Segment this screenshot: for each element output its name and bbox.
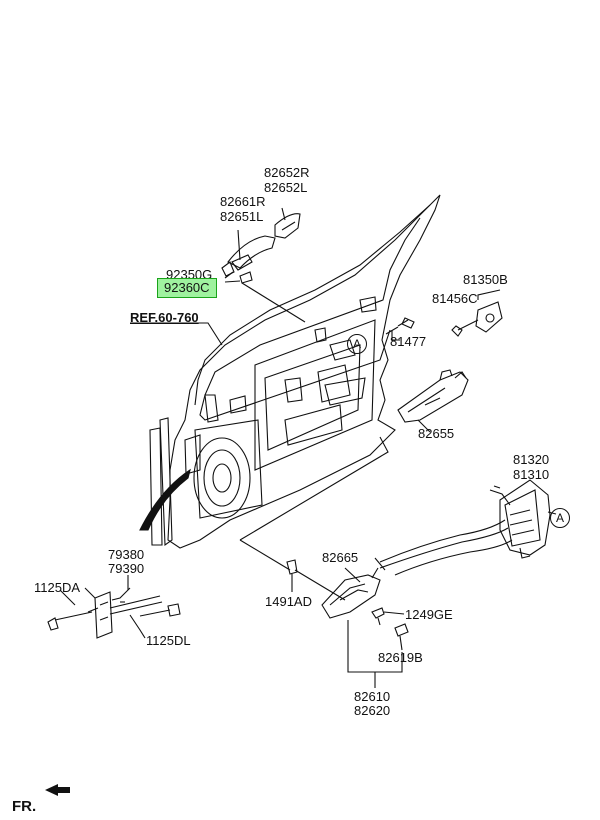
part-label-81350b: 81350B: [463, 272, 508, 287]
part-label-79380: 79380: [108, 547, 145, 562]
inside-handle-bracket-drawing: [397, 369, 469, 433]
part-label-1491ad: 1491AD: [265, 594, 312, 609]
reference-marker-a: A: [550, 508, 570, 528]
part-label-81477: 81477: [390, 334, 427, 349]
part-label-79390: 79390: [108, 561, 145, 576]
part-label-81320: 81320: [513, 452, 550, 467]
part-label-82651l: 82651L: [220, 209, 264, 224]
front-direction-label: FR.: [12, 798, 37, 815]
bolt-1125dl-drawing: [139, 603, 181, 617]
latch-drawing: [489, 479, 551, 559]
door-panel-drawing: [149, 194, 441, 549]
door-checker-drawing: [87, 587, 163, 639]
swoosh-pointer: [139, 468, 191, 531]
clip-1491ad-drawing: [286, 559, 298, 575]
part-label-82652r: 82652R: [264, 165, 310, 180]
reference-marker-a: A: [347, 334, 367, 354]
cap-82619b-drawing: [394, 623, 409, 637]
clip-drawing: [239, 271, 253, 284]
part-label-82619b: 82619B: [378, 650, 423, 665]
part-label-1125dl: 1125DL: [146, 633, 191, 648]
bolt-1125da-drawing: [47, 611, 93, 631]
part-label-82661r: 82661R: [220, 194, 266, 209]
part-label-92360c-highlighted: 92360C: [157, 278, 217, 298]
handle-cover-drawing: [274, 213, 301, 239]
reference-label: REF.60-760: [130, 310, 199, 325]
part-label-82655: 82655: [418, 426, 455, 441]
part-label-1125da: 1125DA: [34, 580, 81, 595]
screw-81477-drawing: [385, 317, 415, 335]
part-label-81456c: 81456C: [432, 291, 478, 306]
cable-drawing: [374, 519, 513, 576]
front-direction-arrow: [45, 784, 70, 796]
striker-drawing: [451, 289, 503, 337]
part-label-82652l: 82652L: [264, 180, 308, 195]
part-label-81310: 81310: [513, 467, 550, 482]
part-label-82665: 82665: [322, 550, 359, 565]
part-label-82610: 82610: [354, 689, 391, 704]
part-label-1249ge: 1249GE: [405, 607, 453, 622]
inside-handle-drawing: [321, 567, 381, 619]
part-label-82620: 82620: [354, 703, 391, 718]
screw-1249ge-drawing: [371, 607, 405, 626]
outside-handle-drawing: [221, 235, 276, 277]
